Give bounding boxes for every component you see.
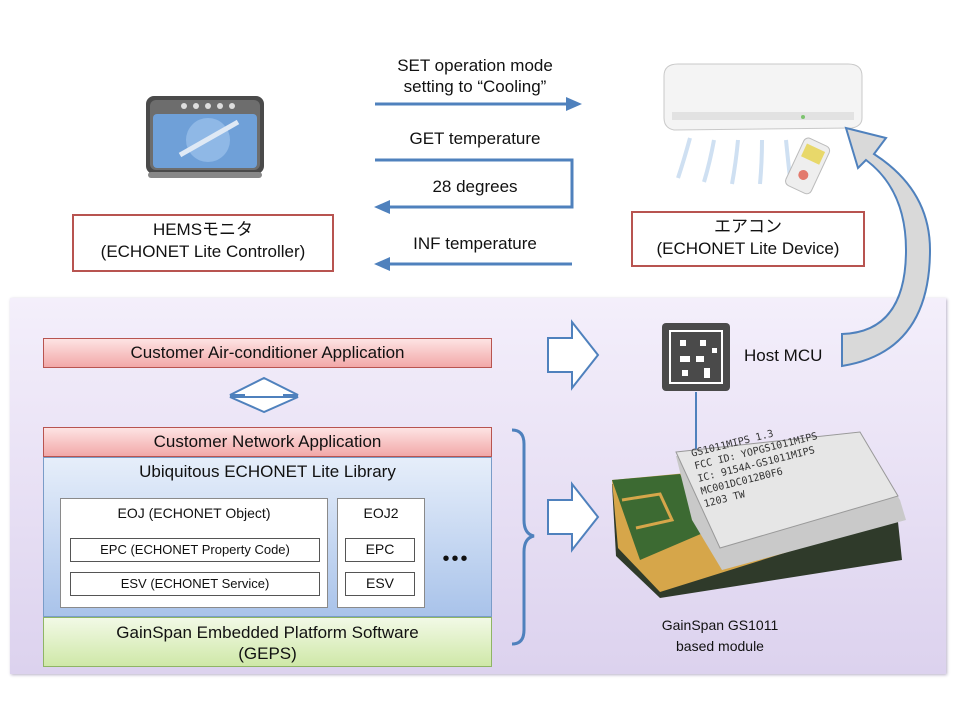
- block-arrow-icon: [547, 319, 600, 391]
- get-message: GET temperature: [409, 129, 541, 148]
- esv2-box: ESV: [345, 572, 415, 596]
- epc-box: EPC (ECHONET Property Code): [70, 538, 320, 562]
- air-conditioner-application: Customer Air-conditioner Application: [43, 338, 492, 368]
- geps-layer: GainSpan Embedded Platform Software (GEP…: [43, 617, 492, 667]
- eoj2-title: EOJ2: [363, 505, 399, 521]
- message-arrows: [374, 97, 582, 271]
- esv-box: ESV (ECHONET Service): [70, 572, 320, 596]
- module-label: GainSpan GS1011 based module: [661, 617, 779, 654]
- epc2-box: EPC: [345, 538, 415, 562]
- hems-monitor-icon: [146, 96, 264, 178]
- gs1011-module-icon: [612, 431, 906, 598]
- inf-message: INF temperature: [413, 234, 537, 253]
- set-message: SET operation mode setting to “Cooling”: [397, 56, 553, 96]
- library-title: Ubiquitous ECHONET Lite Library: [139, 462, 396, 481]
- brace-icon: [511, 428, 535, 646]
- host-mcu-icon: [662, 323, 730, 391]
- curved-arrow-icon: [841, 126, 932, 368]
- network-application: Customer Network Application: [43, 427, 492, 457]
- reply-message: 28 degrees: [432, 177, 518, 196]
- eoj-title: EOJ (ECHONET Object): [117, 505, 271, 521]
- hems-controller-label: HEMSモニタ (ECHONET Lite Controller): [72, 214, 334, 272]
- block-arrow-icon: [547, 481, 600, 553]
- air-conditioner-icon: [663, 63, 863, 185]
- remote-control-icon: [785, 137, 831, 195]
- more-objects-ellipsis: •••: [442, 548, 470, 570]
- double-arrow-icon: [229, 376, 299, 414]
- host-mcu-label: Host MCU: [744, 346, 823, 365]
- aircon-device-label: エアコン (ECHONET Lite Device): [631, 211, 865, 267]
